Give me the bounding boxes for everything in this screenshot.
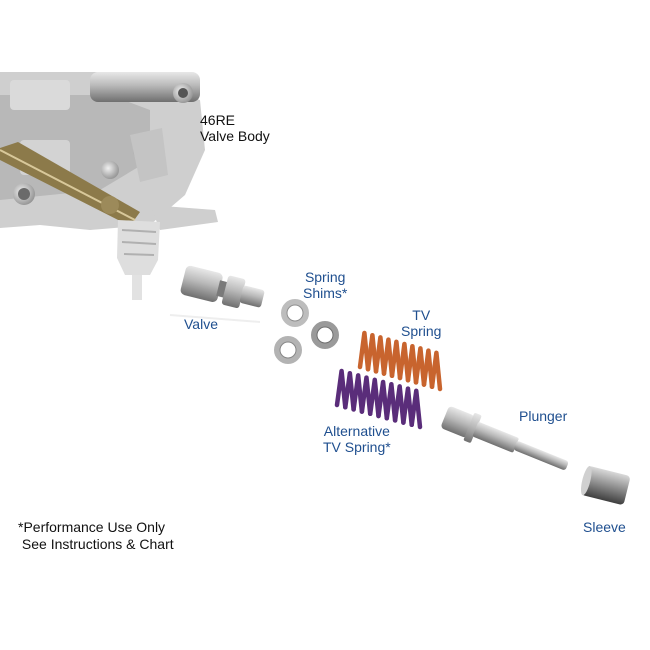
spring-coil-turn (343, 370, 356, 412)
spring-shim (281, 299, 309, 327)
tv-spring-label-line1: TV (412, 307, 431, 323)
spring-coil-turn (376, 379, 390, 421)
alternative-tv-spring-coil (334, 368, 423, 430)
tv-spring-coil (357, 330, 443, 392)
plunger-label: Plunger (519, 408, 568, 424)
valve-label: Valve (184, 316, 218, 332)
valve-body-label: 46RE Valve Body (200, 112, 270, 144)
valve-body-image (0, 72, 218, 300)
spring-coil-turn (373, 335, 387, 376)
spring-coil-turn (357, 330, 371, 372)
spring-coil-turn (429, 350, 443, 392)
spring-coil-turn (405, 343, 419, 385)
spring-coil-turn (401, 386, 414, 428)
spring-coil-turn (367, 377, 381, 419)
valve-part (180, 265, 265, 308)
spring-coil-turn (389, 339, 403, 381)
performance-footnote: *Performance Use Only See Instructions &… (18, 519, 174, 553)
spring-coil-turn (359, 375, 373, 417)
spring-coil-turn (397, 341, 411, 383)
sleeve-label: Sleeve (583, 519, 626, 535)
valve-body-label-line2: Valve Body (200, 128, 270, 144)
spring-shim (311, 321, 339, 349)
spring-coil-turn (334, 368, 348, 410)
spring-shims-label-line2: Shims* (303, 285, 348, 301)
spring-coil-turn (413, 346, 427, 387)
alternative-tv-spring-label-line2: TV Spring* (323, 439, 391, 455)
footnote-line2: See Instructions & Chart (18, 536, 174, 552)
alternative-tv-spring-label-line1: Alternative (323, 423, 390, 439)
spring-coil-turn (392, 384, 406, 425)
spring-shims-label-line1: Spring (304, 269, 346, 285)
spring-coil-turn (421, 348, 435, 390)
tv-spring-label-line2: Spring (401, 323, 442, 339)
footnote-line1: *Performance Use Only (18, 519, 166, 535)
tv-spring-label: TV Spring (401, 307, 441, 339)
spring-coil-turn (381, 337, 395, 379)
sleeve-part (580, 466, 630, 505)
spring-coil-turn (409, 388, 423, 430)
plunger-part (441, 406, 569, 470)
spring-shim (274, 336, 302, 364)
alternative-tv-spring-label: Alternative TV Spring* (323, 423, 391, 455)
valve-body-label-line1: 46RE (200, 112, 236, 128)
spring-coil-turn (384, 381, 398, 423)
spring-shims-label: Spring Shims* (303, 269, 347, 301)
spring-coil-turn (351, 373, 365, 414)
spring-coil-turn (365, 332, 379, 374)
